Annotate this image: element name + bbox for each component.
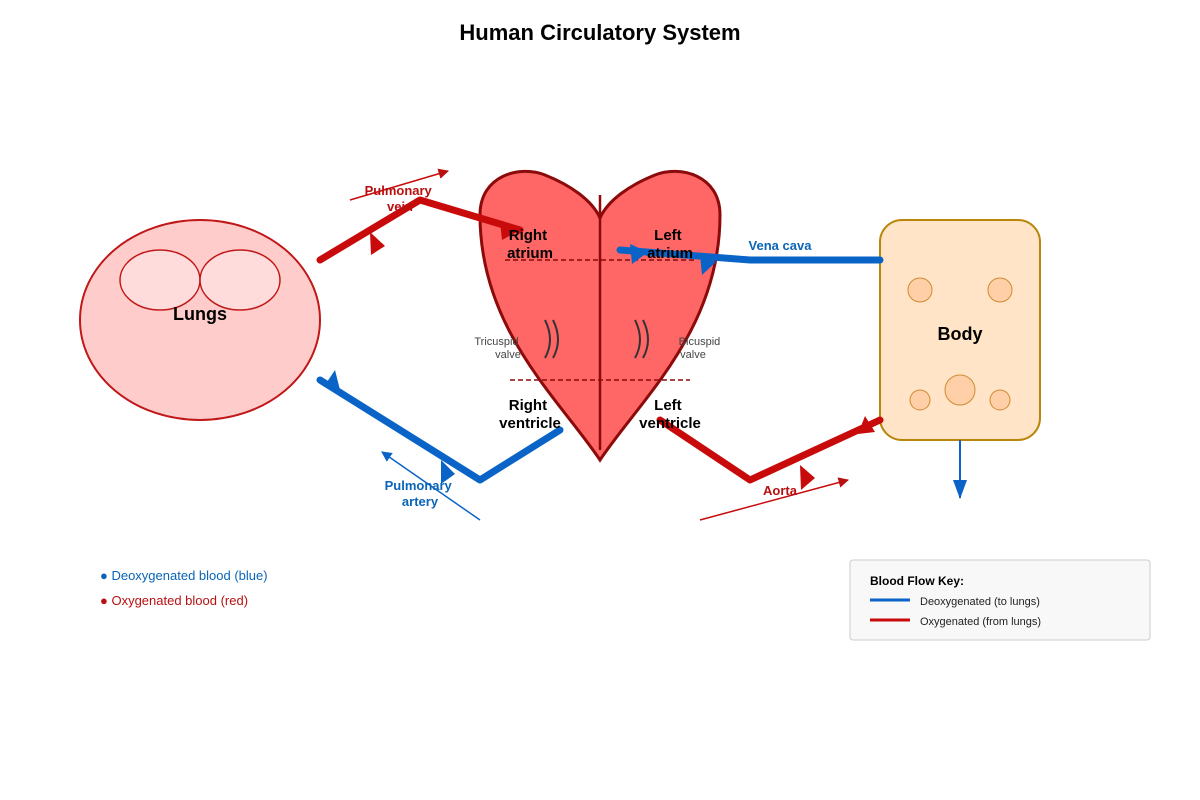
tricuspid-valve-icon <box>544 319 559 359</box>
key-item-oxygenated: Oxygenated (from lungs) <box>920 616 1041 628</box>
pulmonary-artery-label: Pulmonary artery <box>385 478 456 509</box>
aorta-pointer <box>699 477 850 521</box>
pulmonary-artery <box>316 370 564 521</box>
aorta <box>656 416 884 521</box>
flow-arrow-icon <box>800 465 815 490</box>
body: Body <box>879 219 1041 499</box>
vena-cava-path <box>616 246 884 264</box>
bicuspid-valve-label: Bicuspid valve <box>679 336 724 361</box>
diagram-title: Human Circulatory System <box>459 20 740 45</box>
flow-arrow-icon <box>370 232 385 255</box>
heart <box>478 169 722 463</box>
key-box <box>849 559 1151 641</box>
key-item-deoxygenated: Deoxygenated (to lungs) <box>920 596 1040 608</box>
vena-cava-label: Vena cava <box>749 238 813 253</box>
key-title: Blood Flow Key: <box>870 574 964 588</box>
flow-arrow-icon <box>858 416 875 434</box>
body-outflow-arrow-icon <box>953 480 967 499</box>
pulmonary-artery-path <box>316 376 564 484</box>
left-atrium-label: Left atrium <box>647 227 693 262</box>
aorta-path <box>656 416 884 484</box>
pulmonary-vein-path <box>316 196 524 264</box>
tricuspid-valve-label: Tricuspid valve <box>474 336 521 361</box>
body-cell-icon <box>907 277 933 303</box>
right-lung-lobe <box>199 249 281 311</box>
body-cell-icon <box>909 389 931 411</box>
pulmonary-vein-pointer <box>349 168 450 201</box>
flow-arrow-icon <box>441 460 455 484</box>
aorta-label: Aorta <box>763 483 798 498</box>
body-label: Body <box>938 324 983 344</box>
flow-arrow-icon <box>700 255 716 275</box>
body-cell-icon <box>944 374 976 406</box>
pulmonary-vein <box>316 168 524 264</box>
vena-cava <box>616 244 884 275</box>
blood-flow-key: Blood Flow Key: Deoxygenated (to lungs) … <box>849 559 1151 641</box>
flow-arrow-icon <box>325 370 340 390</box>
right-atrium-label: Right atrium <box>507 227 553 262</box>
bicuspid-valve-icon <box>634 319 649 359</box>
body-cell-icon <box>987 277 1013 303</box>
left-lung-lobe <box>119 249 201 311</box>
lungs: Lungs <box>79 219 321 421</box>
flow-arrow-icon <box>500 222 522 240</box>
body-cell-icon <box>989 389 1011 411</box>
deoxygenated-note: ● Deoxygenated blood (blue) <box>100 568 268 583</box>
lungs-label: Lungs <box>173 304 227 324</box>
oxygenated-note: ● Oxygenated blood (red) <box>100 593 248 608</box>
right-ventricle-label: Right ventricle <box>499 397 561 432</box>
left-ventricle-label: Left ventricle <box>639 397 701 432</box>
pulmonary-artery-pointer <box>381 451 481 521</box>
flow-arrow-icon <box>630 244 648 264</box>
pulmonary-vein-label: Pulmonary vein <box>365 183 436 214</box>
